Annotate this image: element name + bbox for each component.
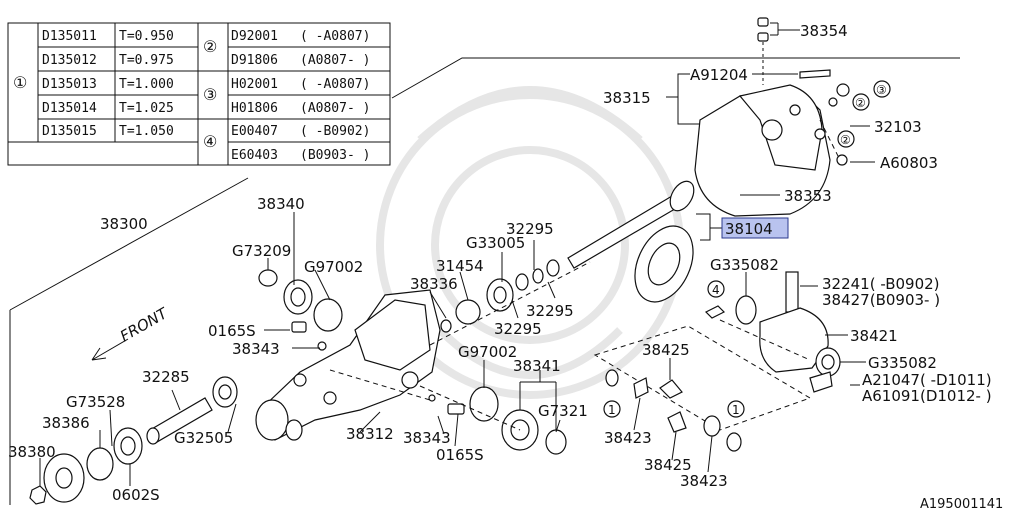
part-label-0602s[interactable]: 0602S bbox=[112, 486, 160, 504]
part-label-g335082[interactable]: G335082 bbox=[710, 256, 779, 274]
part-variant-table: ① D135011 T=0.950 D135012 T=0.975 D13501… bbox=[7, 22, 391, 166]
table-cell-value: ( -A0807) bbox=[300, 29, 370, 44]
pinion-ring-gear bbox=[567, 180, 695, 303]
table-cell-value: ( -A0807) bbox=[300, 77, 370, 92]
table-cell-value: T=1.050 bbox=[119, 124, 174, 139]
diff-case-parts bbox=[593, 271, 841, 452]
part-label-32295[interactable]: 32295 bbox=[494, 320, 542, 338]
callout-4: 4 bbox=[712, 283, 720, 297]
part-label-38425[interactable]: 38425 bbox=[642, 341, 690, 359]
table-cell-value: (A0807- ) bbox=[300, 101, 370, 116]
part-label-32103[interactable]: 32103 bbox=[874, 118, 922, 136]
part-label-38353[interactable]: 38353 bbox=[784, 187, 832, 205]
callout-1: 1 bbox=[608, 403, 616, 417]
part-label-38423[interactable]: 38423 bbox=[680, 472, 728, 490]
part-label-a60803[interactable]: A60803 bbox=[880, 154, 938, 172]
part-label-38104[interactable]: 38104 bbox=[725, 220, 773, 238]
selected-part-highlight[interactable] bbox=[721, 217, 789, 239]
part-label-38341[interactable]: 38341 bbox=[513, 357, 561, 375]
table-cell-code: D91806 bbox=[231, 53, 278, 68]
part-label-38423[interactable]: 38423 bbox=[604, 429, 652, 447]
part-label-38312[interactable]: 38312 bbox=[346, 425, 394, 443]
diagram-id: A195001141 bbox=[920, 497, 1003, 512]
front-label: FRONT bbox=[117, 303, 172, 345]
table-cell-code: H02001 bbox=[231, 77, 278, 92]
table-cell-code: D135015 bbox=[42, 124, 97, 139]
table-cell-value: T=0.975 bbox=[119, 53, 174, 68]
table-cell-code: H01806 bbox=[231, 101, 278, 116]
table-cell-value: T=1.025 bbox=[119, 101, 174, 116]
table-cell-value: (B0903- ) bbox=[300, 148, 370, 163]
callout-3: ③ bbox=[876, 83, 887, 97]
part-label-38380[interactable]: 38380 bbox=[8, 443, 56, 461]
table-cell-value: T=1.000 bbox=[119, 77, 174, 92]
table-marker-1: ① bbox=[13, 73, 27, 92]
part-label-32295[interactable]: 32295 bbox=[526, 302, 574, 320]
part-label-g97002[interactable]: G97002 bbox=[458, 343, 517, 361]
leader-lines bbox=[39, 22, 875, 486]
table-cell-code: D135011 bbox=[42, 29, 97, 44]
part-label-31454[interactable]: 31454 bbox=[436, 257, 484, 275]
callout-2: ② bbox=[855, 96, 866, 110]
part-label-38427[interactable]: 38427(B0903- ) bbox=[822, 291, 940, 309]
part-label-a91204[interactable]: A91204 bbox=[690, 66, 748, 84]
table-marker-2: ② bbox=[203, 37, 217, 56]
callout-1: 1 bbox=[732, 403, 740, 417]
callouts: ② ③ ② 4 1 1 bbox=[603, 80, 891, 418]
table-cell-value: ( -B0902) bbox=[300, 124, 370, 139]
side-parts-left bbox=[29, 269, 343, 505]
part-label-38421[interactable]: 38421 bbox=[850, 327, 898, 345]
part-label-32295[interactable]: 32295 bbox=[506, 220, 554, 238]
table-cell-code: D135013 bbox=[42, 77, 97, 92]
part-label-g335082[interactable]: G335082 bbox=[868, 354, 937, 372]
part-label-38343[interactable]: 38343 bbox=[403, 429, 451, 447]
table-cell-value: T=0.950 bbox=[119, 29, 174, 44]
assembly-guide-lines bbox=[329, 119, 841, 431]
part-label-38315[interactable]: 38315 bbox=[603, 89, 651, 107]
part-label-g33005[interactable]: G33005 bbox=[466, 234, 525, 252]
part-label-g97002[interactable]: G97002 bbox=[304, 258, 363, 276]
rear-cover-parts bbox=[694, 17, 850, 217]
part-label-0165s[interactable]: 0165S bbox=[436, 446, 484, 464]
table-marker-3: ③ bbox=[203, 85, 217, 104]
part-label-38386[interactable]: 38386 bbox=[42, 414, 90, 432]
part-label-38343[interactable]: 38343 bbox=[232, 340, 280, 358]
part-label-g7321[interactable]: G7321 bbox=[538, 402, 588, 420]
diff-carrier bbox=[255, 289, 441, 441]
part-label-38336[interactable]: 38336 bbox=[410, 275, 458, 293]
part-label-g32505[interactable]: G32505 bbox=[174, 429, 233, 447]
table-cell-code: D135014 bbox=[42, 101, 97, 116]
frame-lines bbox=[9, 57, 960, 505]
part-number-labels: 38354 A91204 38315 32103 A60803 38353 38… bbox=[8, 22, 1003, 512]
table-cell-code: D92001 bbox=[231, 29, 278, 44]
front-direction-indicator: FRONT bbox=[91, 303, 172, 361]
part-label-38354[interactable]: 38354 bbox=[800, 22, 848, 40]
table-cell-code: D135012 bbox=[42, 53, 97, 68]
table-marker-4: ④ bbox=[203, 132, 217, 151]
table-cell-code: E60403 bbox=[231, 148, 278, 163]
part-label-38340[interactable]: 38340 bbox=[257, 195, 305, 213]
part-label-a21047[interactable]: A21047( -D1011) bbox=[862, 371, 992, 389]
part-label-a61091[interactable]: A61091(D1012- ) bbox=[862, 387, 992, 405]
part-label-32241[interactable]: 32241( -B0902) bbox=[822, 275, 940, 293]
part-label-32285[interactable]: 32285 bbox=[142, 368, 190, 386]
part-label-g73528[interactable]: G73528 bbox=[66, 393, 125, 411]
part-label-38300[interactable]: 38300 bbox=[100, 215, 148, 233]
callout-2: ② bbox=[840, 133, 851, 147]
pinion-bearing-parts bbox=[428, 259, 567, 455]
table-cell-code: E00407 bbox=[231, 124, 278, 139]
part-label-38425[interactable]: 38425 bbox=[644, 456, 692, 474]
table-cell-value: (A0807- ) bbox=[300, 53, 370, 68]
part-label-0165s[interactable]: 0165S bbox=[208, 322, 256, 340]
part-label-g73209[interactable]: G73209 bbox=[232, 242, 291, 260]
